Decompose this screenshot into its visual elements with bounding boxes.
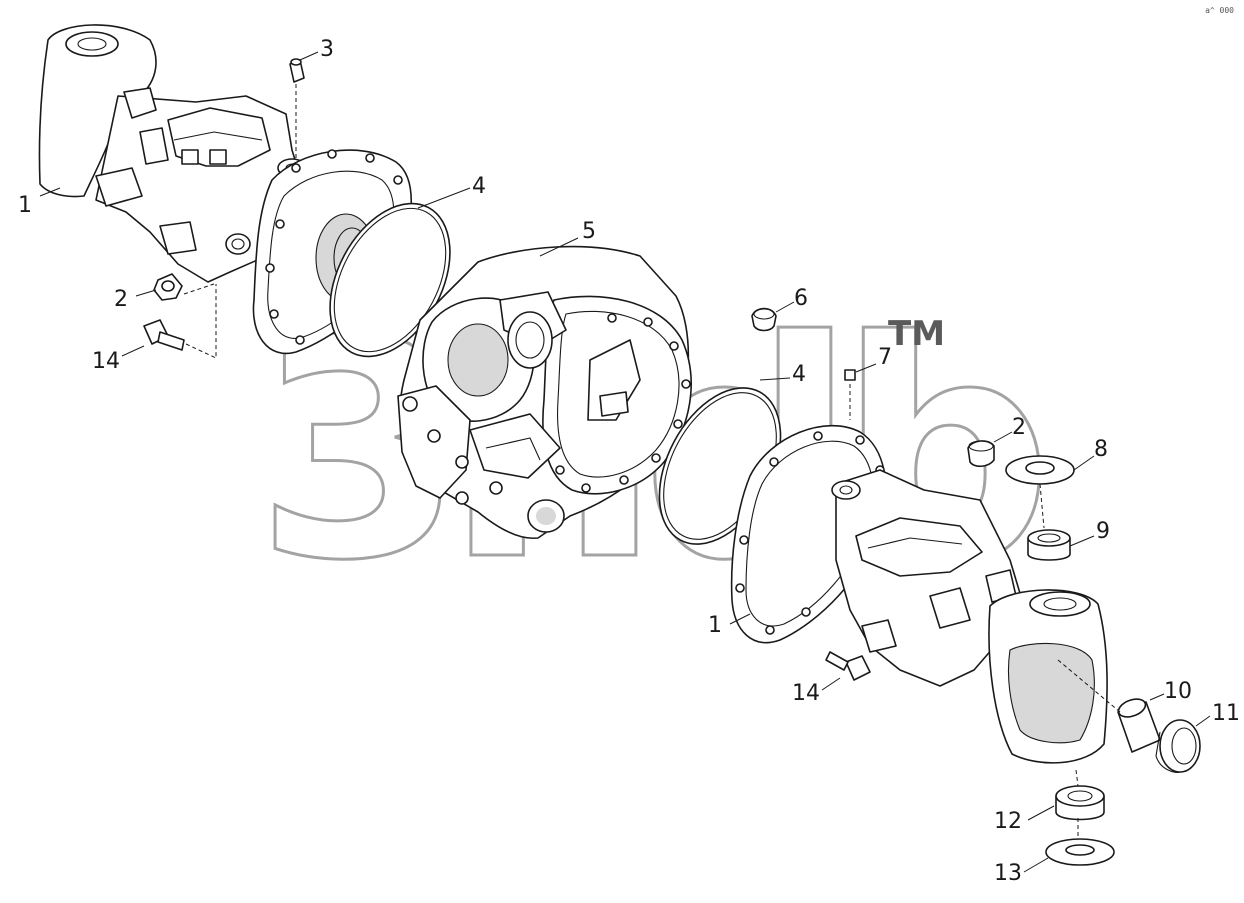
part-8-washer: [1005, 455, 1075, 485]
callout-labels: 1 1 2 2 3 4 4 5 6 7 8 9 10 11 12 13 14 1…: [18, 37, 1240, 886]
part-13-washer: [1045, 838, 1115, 866]
callout-9: 9: [1096, 519, 1110, 544]
part-2-plug-right: [967, 440, 995, 468]
callout-7: 7: [878, 345, 892, 370]
callout-13: 13: [994, 861, 1022, 886]
trademark-symbol: TM: [888, 314, 945, 354]
part-7-set-screw: [844, 369, 856, 381]
part-6-plug: [751, 307, 777, 332]
callout-6: 6: [794, 286, 808, 311]
part-14-bolt-left: [143, 319, 185, 351]
part-9-bushing: [1027, 529, 1071, 561]
part-14-bolt-right: [825, 651, 871, 681]
part-11-ring: [1155, 719, 1201, 774]
right-axle-housing: [730, 424, 1108, 764]
corner-mark: a^ 000: [1205, 6, 1234, 15]
callout-5: 5: [582, 219, 596, 244]
callout-11: 11: [1212, 701, 1240, 726]
callout-14-right: 14: [792, 681, 820, 706]
callout-4-upper: 4: [472, 174, 486, 199]
callout-1-right: 1: [708, 613, 722, 638]
part-2-plug-left: [153, 273, 183, 301]
callout-8: 8: [1094, 437, 1108, 462]
callout-2-right: 2: [1012, 415, 1026, 440]
callout-1-left: 1: [18, 193, 32, 218]
center-housing: [397, 245, 692, 540]
leader-lines: [39, 51, 1211, 873]
left-axle-housing: [38, 24, 412, 355]
callout-10: 10: [1164, 679, 1192, 704]
callout-14-left: 14: [92, 349, 120, 374]
part-10-pin: [1117, 698, 1161, 753]
callout-12: 12: [994, 809, 1022, 834]
part-12-bushing: [1055, 785, 1105, 821]
callout-2-left: 2: [114, 287, 128, 312]
part-3-grease-fitting: [289, 58, 305, 83]
callout-4-lower: 4: [792, 362, 806, 387]
callout-3: 3: [320, 37, 334, 62]
